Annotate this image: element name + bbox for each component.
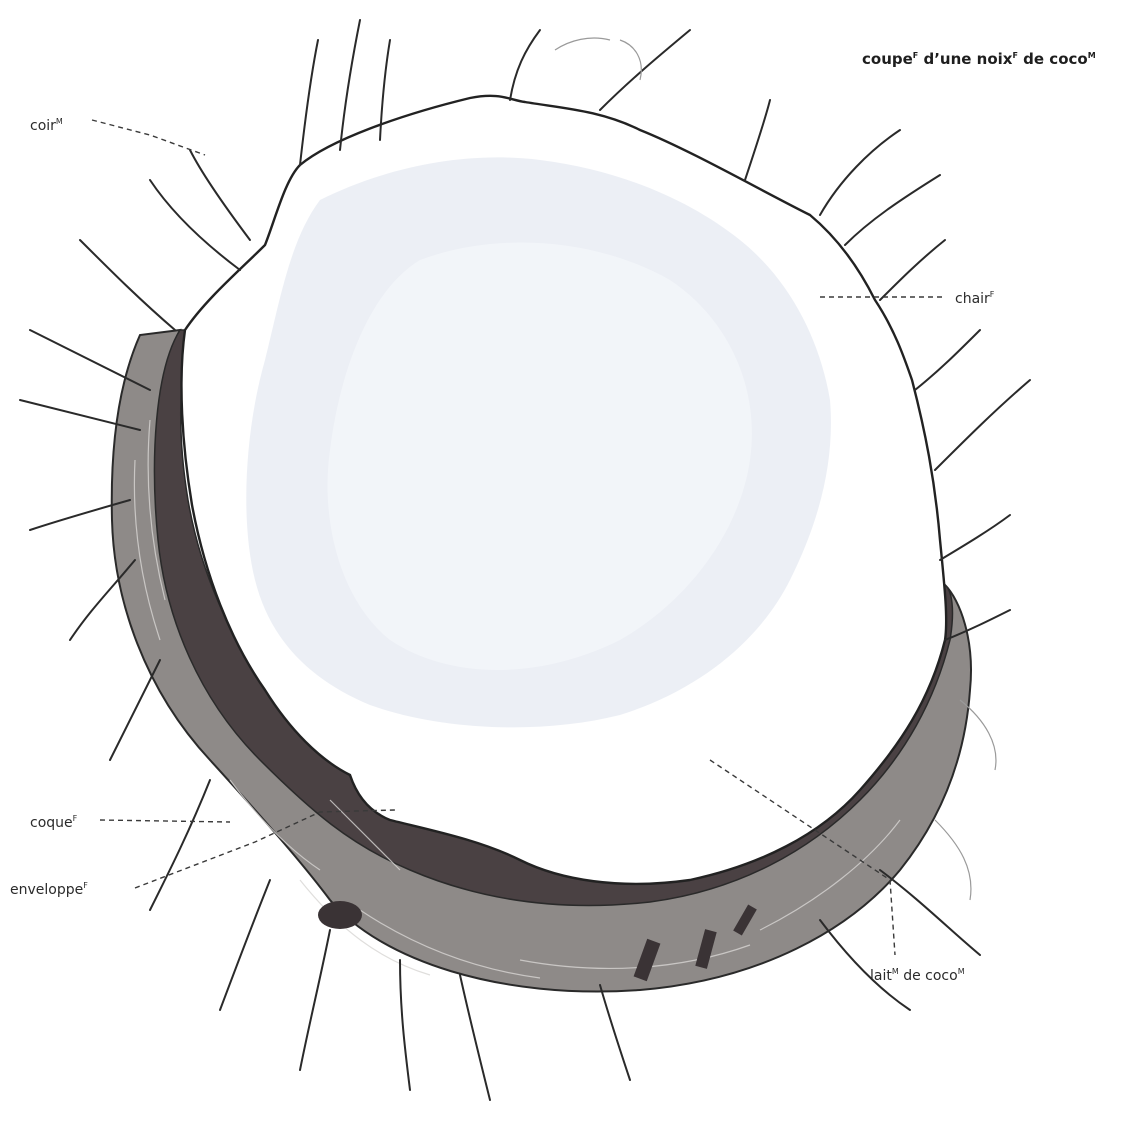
label-coir: coirM [30,117,63,134]
label-lait-text: lait [870,968,892,984]
leader-coir [92,120,205,155]
title-word-coupe: coupe [862,50,913,68]
label-enveloppe-sup: F [83,881,88,890]
label-chair-text: chair [955,291,990,307]
label-enveloppe: enveloppeF [10,881,88,898]
label-coque-sup: F [73,814,78,823]
label-chair: chairF [955,290,995,307]
label-coir-sup: M [56,117,63,126]
label-lait-de-coco: laitM de cocoM [870,967,965,984]
label-lait-sup2: M [958,967,965,976]
title-word-coco: de coco [1018,50,1088,68]
label-chair-sup: F [990,290,995,299]
title-word-noix: d’une noix [918,50,1013,68]
label-lait-text2: de coco [899,968,958,984]
label-coque-text: coque [30,815,73,831]
title-sup-3: M [1088,51,1096,60]
label-enveloppe-text: enveloppe [10,882,83,898]
leader-coque [100,820,230,822]
coconut-illustration [20,20,1030,1100]
diagram-title: coupeF d’une noixF de cocoM [862,50,1096,68]
label-coir-text: coir [30,118,56,134]
label-coque: coqueF [30,814,78,831]
